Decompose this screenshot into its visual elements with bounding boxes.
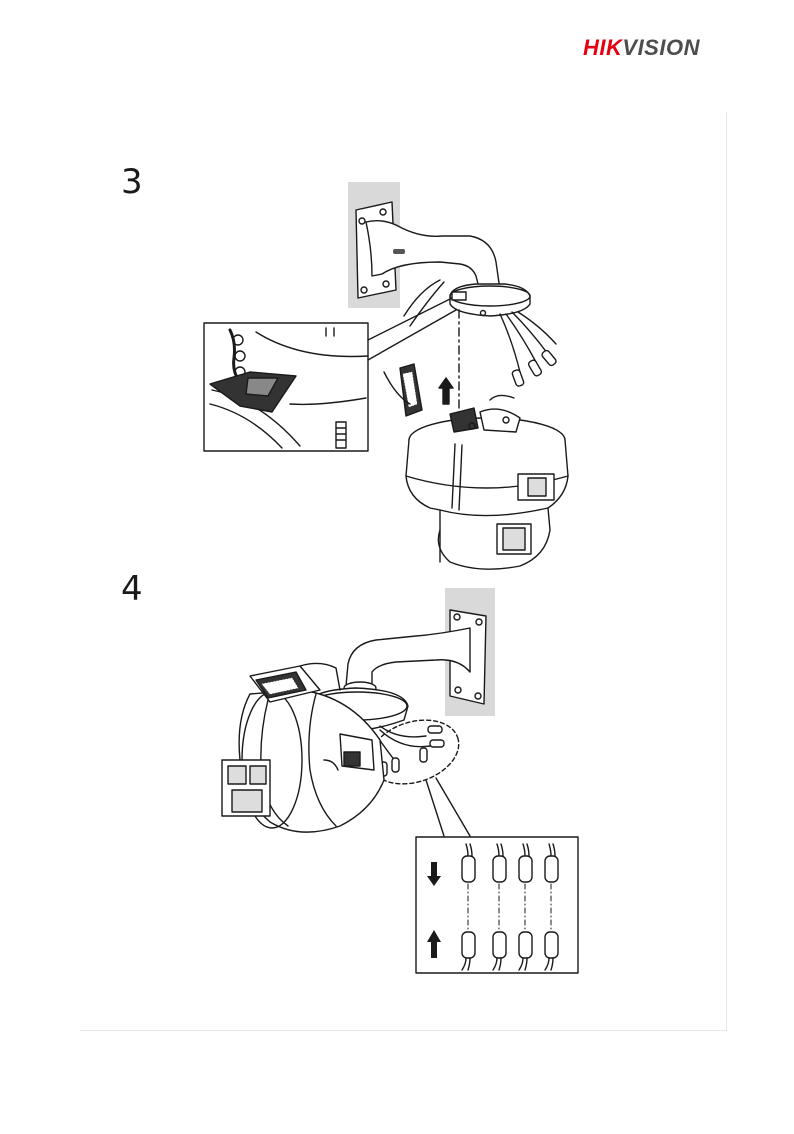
connector-box-icon [384, 364, 422, 416]
arrow-up-icon [439, 378, 453, 404]
mounting-bracket-icon [348, 182, 530, 316]
connector-detail-box [416, 837, 578, 973]
speed-dome-camera-icon [406, 395, 568, 569]
safety-rope-detail [204, 298, 456, 451]
